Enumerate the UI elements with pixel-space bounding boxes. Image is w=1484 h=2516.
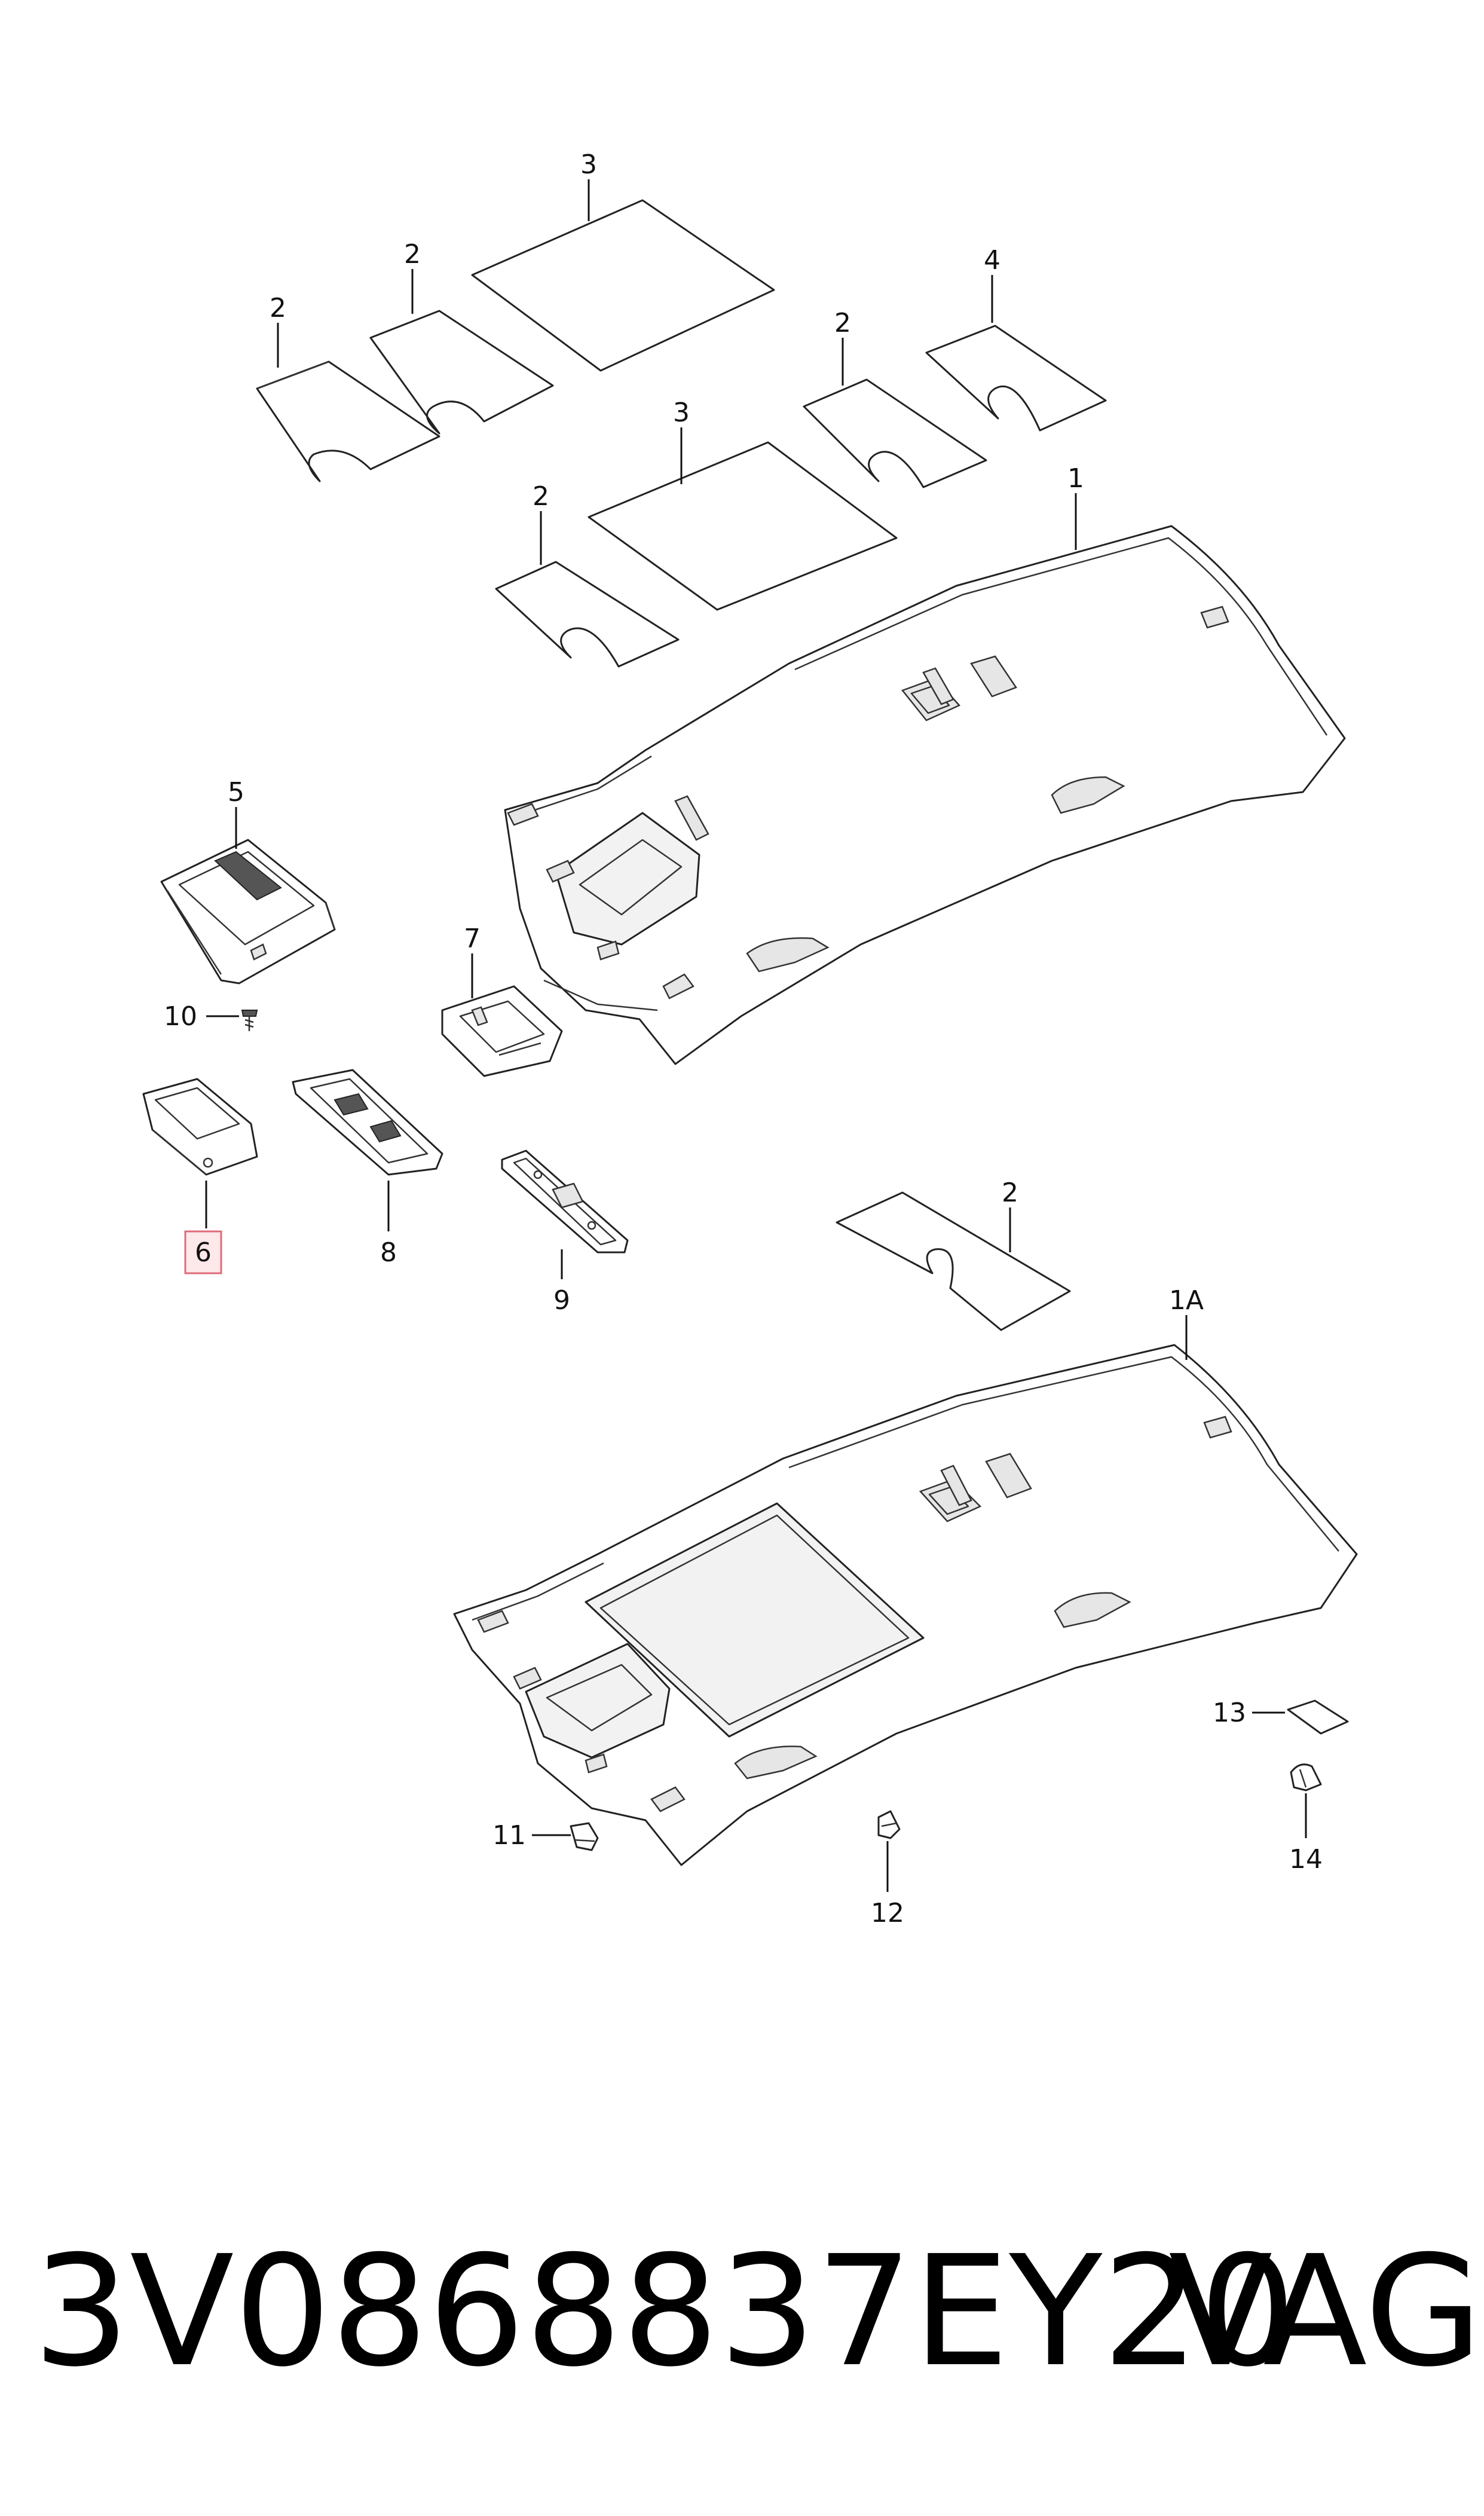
clip-11 xyxy=(570,1822,599,1851)
callout-2-lower[interactable]: 2 xyxy=(1002,1178,1018,1208)
leader-lines xyxy=(205,179,1307,1892)
callout-11[interactable]: 11 xyxy=(492,1820,526,1851)
clip-12 xyxy=(877,1810,901,1839)
insulation-pad-3-middle xyxy=(588,441,898,611)
insulation-pad-4 xyxy=(925,325,1107,432)
callout-3-upper[interactable]: 3 xyxy=(580,149,597,180)
headliner-1a xyxy=(453,1344,1358,1866)
callout-9[interactable]: 9 xyxy=(553,1285,570,1316)
trim-cover-7 xyxy=(441,985,563,1077)
insulation-pad-2-right xyxy=(803,378,987,488)
callout-2-middle-left[interactable]: 2 xyxy=(533,481,549,512)
callout-6-highlight xyxy=(184,1230,222,1274)
callout-2-upper-mid[interactable]: 2 xyxy=(404,239,421,270)
callout-8[interactable]: 8 xyxy=(380,1237,397,1268)
callout-14[interactable]: 14 xyxy=(1289,1844,1323,1875)
screw-10 xyxy=(241,1010,258,1031)
insulation-pad-2-middle-left xyxy=(495,561,680,668)
callout-13[interactable]: 13 xyxy=(1213,1698,1246,1728)
callout-1[interactable]: 1 xyxy=(1067,463,1084,494)
insulation-pad-3-upper xyxy=(471,199,775,372)
callout-2-upper-left[interactable]: 2 xyxy=(270,293,286,323)
trim-panel-8 xyxy=(292,1069,443,1176)
footer-caption: 3V0868837EY20 VAG xyxy=(33,2223,1483,2401)
insulation-pad-2-upper-left xyxy=(256,360,440,482)
sunglass-holder-6 xyxy=(142,1078,258,1176)
callout-10[interactable]: 10 xyxy=(164,1001,197,1032)
callout-3-middle[interactable]: 3 xyxy=(673,398,690,428)
callout-2-right[interactable]: 2 xyxy=(834,308,851,338)
clip-14 xyxy=(1290,1763,1322,1792)
callout-1a[interactable]: 1A xyxy=(1169,1285,1204,1316)
part-number: 3V0868837EY20 xyxy=(33,2223,1296,2401)
brand-name: VAG xyxy=(1168,2223,1483,2401)
callout-4[interactable]: 4 xyxy=(984,245,1000,276)
overhead-console-5 xyxy=(160,839,336,985)
callout-7[interactable]: 7 xyxy=(464,924,481,954)
insulation-pad-2-upper-mid xyxy=(369,310,554,435)
callout-6[interactable]: 6 xyxy=(195,1237,212,1268)
callout-12[interactable]: 12 xyxy=(871,1898,904,1928)
insulation-pad-2-lower xyxy=(836,1191,1071,1331)
callout-labels: 3 2 2 4 2 3 2 1 5 10 7 6 8 9 2 1A 11 12 … xyxy=(164,149,1323,1928)
headliner-1 xyxy=(504,525,1346,1065)
callout-5[interactable]: 5 xyxy=(228,777,244,808)
trim-panel-9 xyxy=(501,1150,629,1254)
pad-13 xyxy=(1287,1699,1349,1735)
